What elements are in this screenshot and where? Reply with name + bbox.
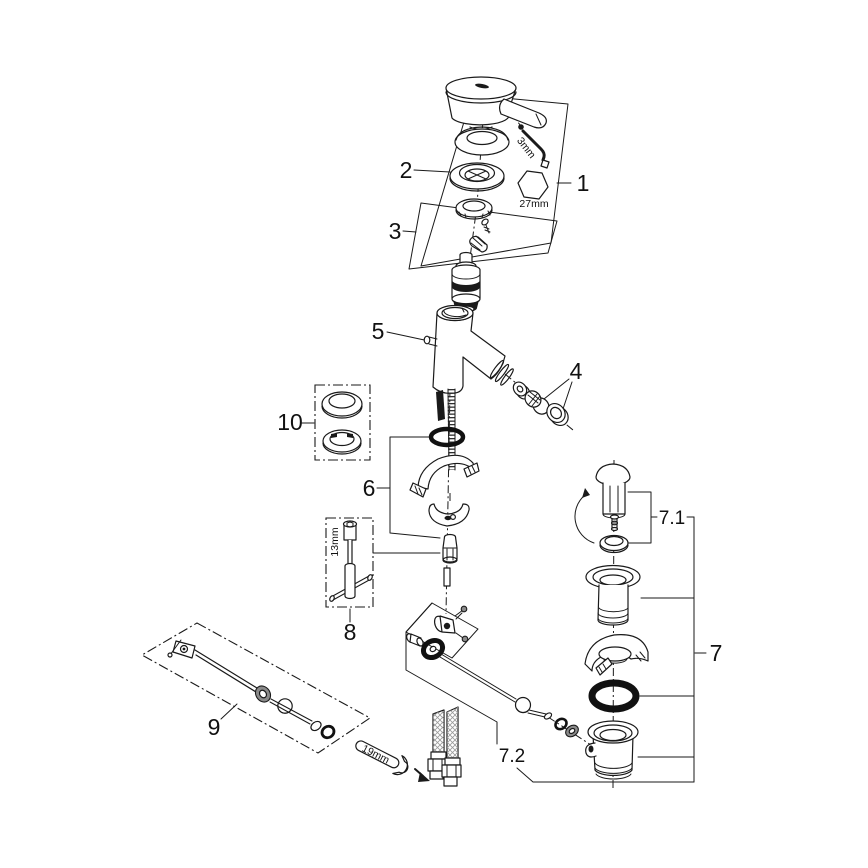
label-leader-5: [386, 331, 430, 342]
label-leader-4: [543, 378, 573, 410]
label-2: 2: [400, 157, 413, 183]
popup-plug: [595, 463, 631, 532]
bracket-7-2: [405, 602, 695, 783]
drain-clamp: [433, 605, 469, 643]
friction-ring: [321, 391, 363, 419]
cartridge-adapter: [469, 235, 488, 253]
dim-19mm: 19mm: [360, 743, 392, 767]
hex-key-3mm: [518, 124, 550, 169]
plug-seal: [599, 534, 629, 554]
rotation-arrow: [574, 488, 595, 544]
faucet-body: [423, 304, 514, 394]
label-1: 1: [577, 170, 590, 196]
rod-flange: [420, 637, 446, 661]
label-4: 4: [570, 358, 583, 384]
part2-ring: [449, 162, 505, 192]
wedge-gasket: [584, 634, 649, 676]
label-5: 5: [372, 318, 385, 344]
popup-rod-assembly: [167, 639, 336, 740]
threaded-stud: [443, 567, 451, 587]
horizontal-rod: [439, 653, 553, 720]
bracket-6: [372, 436, 441, 554]
label-8: 8: [344, 619, 357, 645]
label-3: 3: [389, 218, 402, 244]
part8-box: [325, 517, 374, 623]
socket-tool-13mm: [329, 520, 373, 602]
supply-hoses: [427, 706, 462, 787]
part10-box: [301, 384, 371, 461]
cartridge-screw: [481, 218, 491, 234]
o-ring-body: [428, 426, 466, 448]
mounting-nut: [442, 533, 458, 564]
label-10: 10: [277, 409, 303, 435]
aerator-cap: [546, 402, 569, 427]
rod-grommet: [565, 724, 579, 738]
handle: [445, 76, 517, 131]
cartridge: [451, 251, 481, 313]
drain-body: [585, 720, 639, 780]
mounting-bracket: [409, 454, 480, 498]
bracket-7-1: [626, 491, 695, 544]
escutcheon-ring: [454, 126, 510, 156]
lug-ring: [322, 429, 362, 455]
dim-13mm: 13mm: [329, 527, 341, 556]
hex-cap-27mm: [517, 170, 549, 200]
wrench-arrow: [414, 768, 430, 782]
part9-box: [140, 622, 372, 754]
handle-lever: [498, 98, 547, 129]
drain-o-ring: [588, 679, 640, 713]
label-9: 9: [208, 714, 221, 740]
label-7-2: 7.2: [499, 746, 525, 767]
drain-flange: [585, 564, 641, 626]
inlet-fitting: [406, 633, 424, 647]
bracket-7: [637, 516, 707, 783]
part3-outline-box: [402, 202, 558, 270]
clamp-half-moon: [428, 493, 470, 527]
label-7-1: 7.1: [659, 508, 685, 529]
label-leader-2: [413, 169, 451, 173]
label-6: 6: [363, 475, 376, 501]
rod-o-ring: [554, 717, 568, 731]
label-7: 7: [710, 640, 723, 666]
wrench-19mm: 19mm: [355, 740, 409, 776]
retainer-ring: [455, 198, 493, 220]
dim-27mm: 27mm: [519, 198, 548, 210]
dim-3mm: 3mm: [514, 135, 538, 161]
